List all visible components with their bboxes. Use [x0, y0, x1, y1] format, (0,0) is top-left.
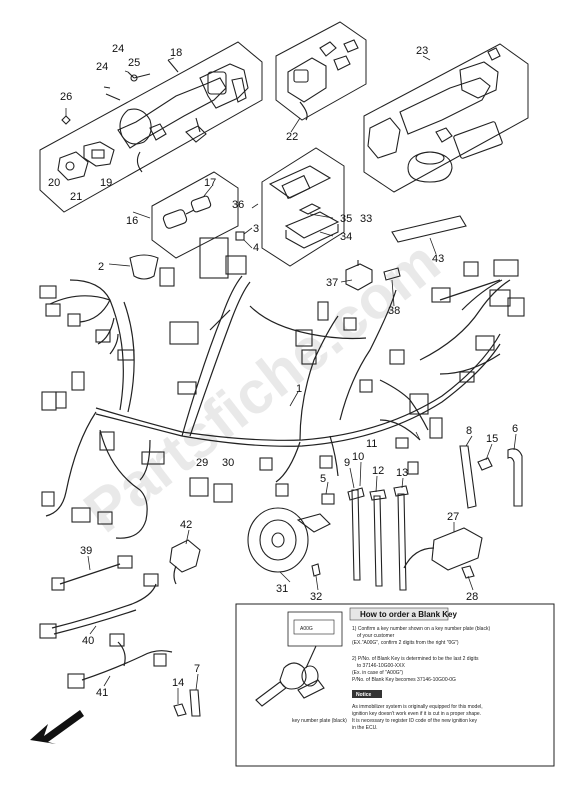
callout-8: 8	[466, 425, 472, 437]
callout-21: 21	[70, 191, 82, 203]
callout-37: 37	[326, 277, 338, 289]
callout-5: 5	[320, 473, 326, 485]
callout-26: 26	[60, 91, 72, 103]
callout-11: 11	[366, 438, 377, 450]
front-direction-arrow	[30, 710, 84, 744]
callout-28: 28	[466, 591, 478, 603]
watermark: Partsfiche.com	[72, 228, 452, 546]
callout-10: 10	[352, 451, 364, 463]
clamp-6	[507, 448, 523, 507]
insulator-plate-43	[391, 215, 467, 243]
callout-32: 32	[310, 591, 322, 603]
sub-harness-39	[51, 555, 133, 591]
ecu-assembly-33	[261, 147, 345, 267]
callout-labels: 1 2 3 4 5 6 7 8 9 10 11 12 13 14 15 16 1…	[48, 43, 518, 699]
callout-40: 40	[82, 635, 94, 647]
notice-line-2: ignition key doesn't work even if it is …	[352, 711, 481, 717]
callout-14: 14	[172, 677, 184, 689]
callout-15: 15	[486, 433, 498, 445]
callout-34: 34	[340, 231, 352, 243]
bolt-32	[311, 563, 321, 577]
order-line-7: P/No. of Blank Key becomes 37146-10G00-0…	[352, 677, 456, 683]
callout-16: 16	[126, 215, 138, 227]
callout-29: 29	[196, 457, 208, 469]
order-line-4: 2) P/No. of Blank Key is determined to b…	[352, 656, 479, 662]
callout-24a: 24	[112, 43, 124, 55]
leader-lines	[65, 55, 517, 704]
ignition-switch-assembly-18	[39, 41, 263, 213]
key-plate-caption: key number plate (black)	[292, 718, 347, 724]
callout-7: 7	[194, 663, 200, 675]
callout-42: 42	[180, 519, 192, 531]
callout-35: 35	[340, 213, 352, 225]
callout-18: 18	[170, 47, 182, 59]
callout-24b: 24	[96, 61, 108, 73]
sub-harness-41	[67, 633, 173, 689]
order-line-5: to 37146-10G00-XXX	[357, 663, 405, 669]
sensor-42	[169, 539, 201, 573]
bracket-8	[459, 445, 477, 509]
callout-23: 23	[416, 45, 428, 57]
key-plate-label: A00G	[300, 626, 313, 632]
order-line-1: 1) Confirm a key number shown on a key n…	[352, 626, 490, 632]
callout-17: 17	[204, 177, 216, 189]
notice-label: Notice	[356, 692, 372, 698]
order-line-2: of your customer	[357, 633, 395, 639]
main-wiring-harness-1	[39, 237, 525, 539]
clamp-12	[373, 495, 383, 587]
callout-9: 9	[344, 457, 350, 469]
order-key-box: How to order a Blank Key 1) Confirm a ke…	[235, 603, 555, 767]
bolt-28	[461, 565, 475, 579]
sub-harness-40	[39, 573, 159, 639]
callout-25: 25	[128, 57, 140, 69]
callout-13: 13	[396, 467, 408, 479]
callout-33: 33	[360, 213, 372, 225]
clamp-13	[397, 493, 407, 591]
sensor-37	[345, 263, 373, 291]
steering-lock-assembly-22	[275, 21, 367, 121]
notice-line-4: in the ECU.	[352, 725, 378, 731]
key-icon	[255, 662, 325, 707]
notice-line-3: It is necessary to register ID code of t…	[352, 718, 478, 724]
screw-14	[173, 703, 187, 717]
callout-6: 6	[512, 423, 518, 435]
order-line-6: (Ex. in case of "A00G")	[352, 670, 403, 676]
clamp-10	[351, 489, 361, 581]
callout-22: 22	[286, 131, 298, 143]
regulator-27	[431, 527, 483, 571]
callout-1: 1	[296, 383, 302, 395]
callout-4: 4	[253, 242, 259, 254]
relay-30	[213, 483, 233, 503]
indicator-bulb-2	[129, 254, 159, 280]
callout-31: 31	[276, 583, 288, 595]
notice-line-1: As immobilizer system is originally equi…	[352, 704, 483, 710]
screw-15	[477, 457, 493, 471]
relay-box-16	[151, 171, 239, 259]
callout-12: 12	[372, 465, 384, 477]
callout-20: 20	[48, 177, 60, 189]
callout-27: 27	[447, 511, 459, 523]
relay-29	[189, 477, 209, 497]
callout-36: 36	[232, 199, 244, 211]
order-box-title: How to order a Blank Key	[360, 610, 457, 619]
callout-2: 2	[98, 261, 104, 273]
callout-39: 39	[80, 545, 92, 557]
callout-30: 30	[222, 457, 234, 469]
plate-7	[189, 689, 201, 717]
callout-3: 3	[253, 223, 259, 235]
order-line-3: (EX."A00G", confirm 2 digits from the ri…	[352, 640, 459, 646]
callout-38: 38	[388, 305, 400, 317]
key-set-assembly-23	[363, 43, 529, 193]
callout-41: 41	[96, 687, 108, 699]
horn-31	[247, 507, 331, 573]
callout-19: 19	[100, 177, 112, 189]
callout-43: 43	[432, 253, 444, 265]
